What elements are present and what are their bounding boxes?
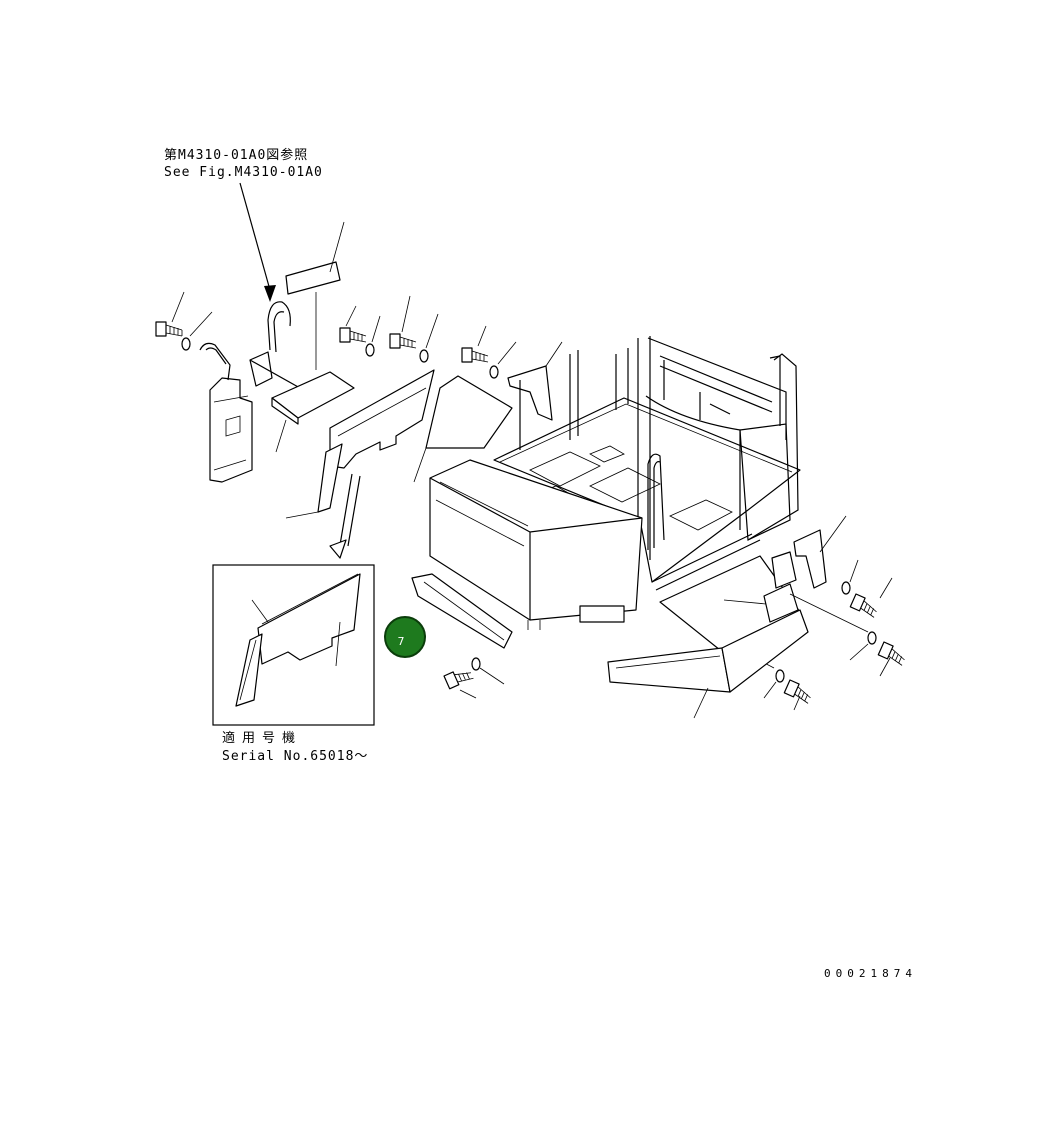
side-cover-panel xyxy=(285,369,435,559)
corner-bracket xyxy=(507,341,563,421)
callout-number: 7 xyxy=(397,634,405,648)
left-grab-handle xyxy=(199,301,301,483)
reference-label-english: See Fig.M4310-01A0 xyxy=(164,165,323,180)
bolt-set-bottom-right xyxy=(763,669,811,711)
serial-label-japanese: 適用号機 xyxy=(222,731,303,746)
callout-marker-7[interactable]: 7 xyxy=(384,616,426,658)
front-step-rail xyxy=(607,609,809,719)
upper-cover-plate xyxy=(413,375,513,483)
detail-view-box xyxy=(212,564,375,726)
reference-label-japanese: 第M4310-01A0図参照 xyxy=(164,148,309,163)
right-side-bracket xyxy=(793,515,847,589)
bolt-set-bottom-left xyxy=(443,657,505,699)
bottom-plate-7 xyxy=(411,573,513,649)
label-plate xyxy=(285,221,345,370)
top-cover-bracket xyxy=(271,371,355,453)
drawing-number: 00021874 xyxy=(824,967,917,980)
serial-label-english: Serial No.65018～ xyxy=(222,749,369,764)
reference-leader-arrow xyxy=(239,182,276,302)
front-lower-cover xyxy=(429,459,643,630)
cab-frame xyxy=(493,336,801,591)
bolt-set-top xyxy=(155,291,517,379)
